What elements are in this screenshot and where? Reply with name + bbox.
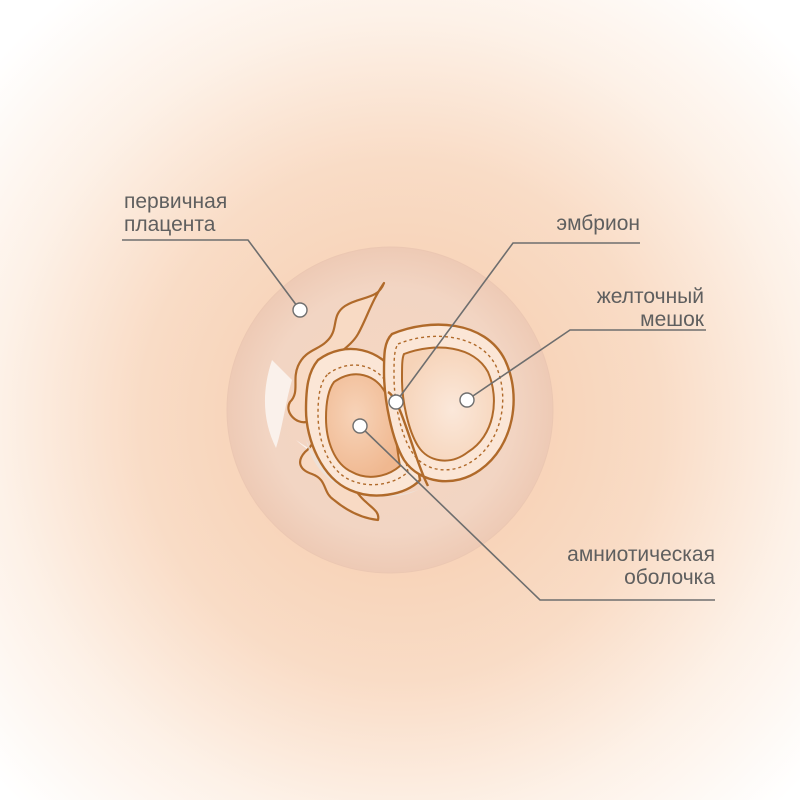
label-amnion-line1: амниотическая <box>567 543 715 566</box>
marker-placenta <box>292 302 308 318</box>
label-primary-placenta: первичная плацента <box>124 190 227 236</box>
leader-lines <box>122 239 715 601</box>
label-amnion: амниотическая оболочка <box>510 543 715 589</box>
leader-line-amnion <box>359 425 715 601</box>
marker-dots <box>292 302 475 434</box>
marker-amnion <box>352 418 368 434</box>
leader-line-yolk-sac <box>466 329 706 401</box>
marker-yolk-sac <box>459 392 475 408</box>
yolk-sac <box>382 323 515 483</box>
marker-embryo <box>388 394 404 410</box>
label-amnion-line2: оболочка <box>624 566 715 589</box>
label-embryo-text: эмбрион <box>556 212 640 235</box>
label-embryo: эмбрион <box>500 212 640 235</box>
label-yolk-sac: желточный мешок <box>520 285 704 331</box>
label-primary-placenta-line2: плацента <box>124 213 216 236</box>
label-yolk-sac-line2: мешок <box>640 308 704 331</box>
label-primary-placenta-line1: первичная <box>124 190 228 213</box>
leader-line-placenta <box>122 239 301 311</box>
sphere-highlight <box>264 360 292 448</box>
label-yolk-sac-line1: желточный <box>596 285 704 308</box>
leader-line-embryo <box>395 242 640 403</box>
